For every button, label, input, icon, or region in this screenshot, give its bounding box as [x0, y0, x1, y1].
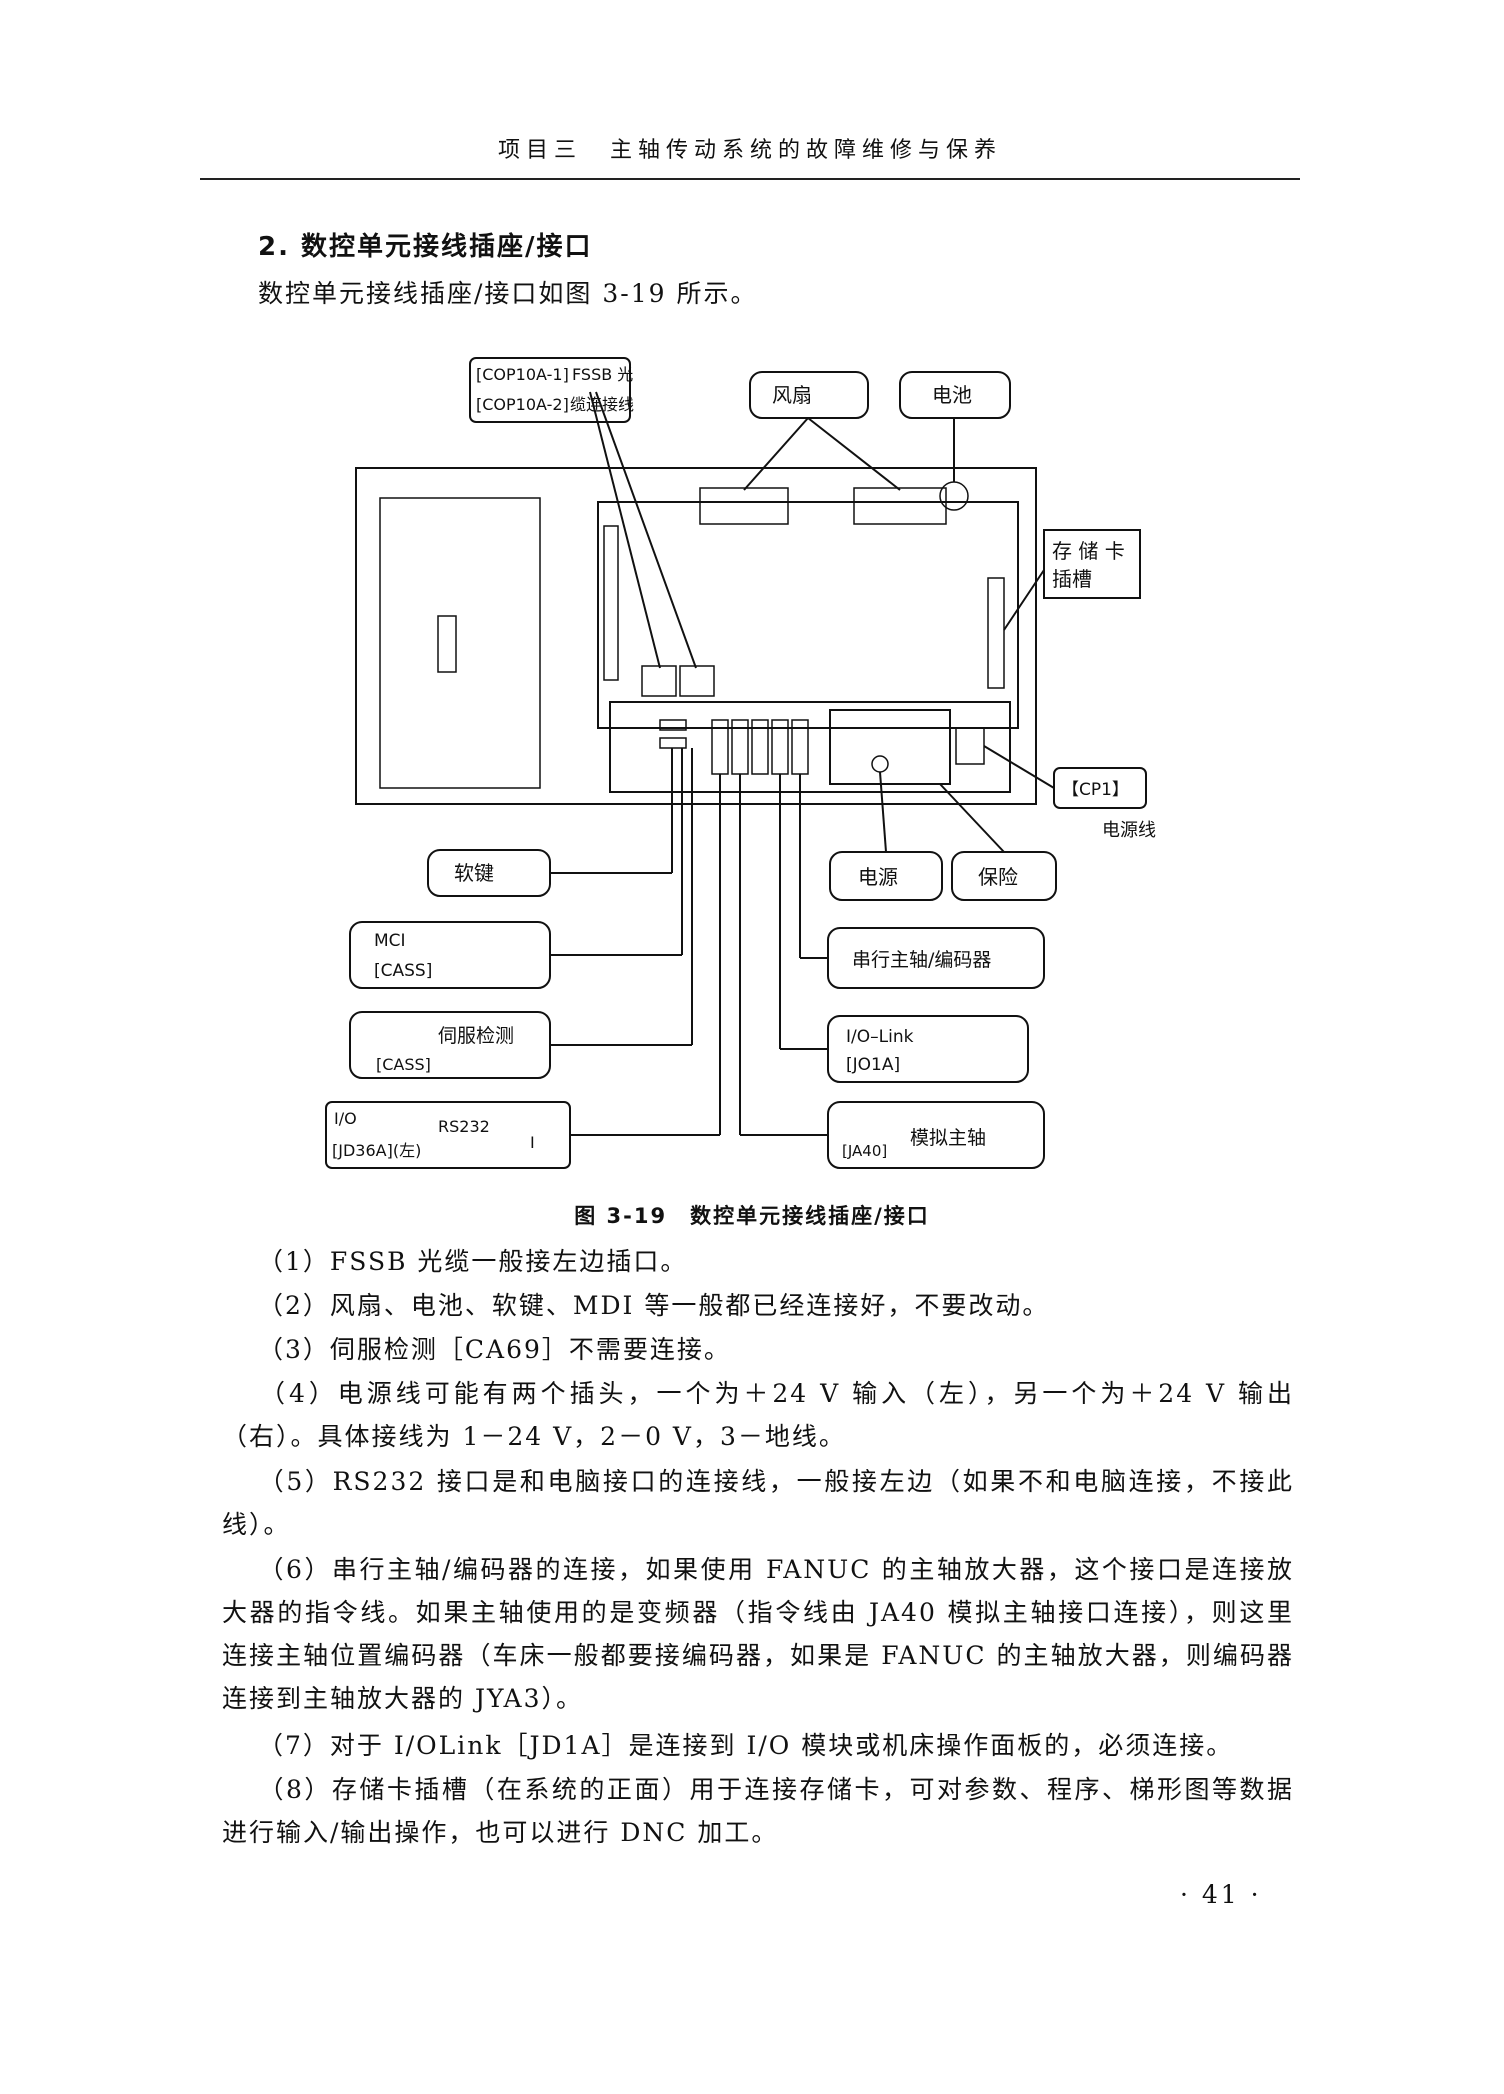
cop-fssb-label: FSSB 光	[572, 365, 633, 384]
item-text: （6）串行主轴/编码器的连接，如果使用 FANUC 的主轴放大器，这个接口是连接…	[222, 1555, 1294, 1713]
cop-cable-label: 缆连接线	[570, 395, 634, 414]
section-title: 2. 数控单元接线插座/接口	[258, 232, 593, 262]
ja40-label: [JA40]	[842, 1142, 887, 1160]
card-slot-label-box	[1043, 529, 1141, 599]
item-text: （8）存储卡插槽（在系统的正面）用于连接存储卡，可对参数、程序、梯形图等数据进行…	[222, 1775, 1294, 1847]
header-rule	[200, 178, 1300, 180]
list-item: （5）RS232 接口是和电脑接口的连接线，一般接左边（如果不和电脑连接，不接此…	[222, 1460, 1294, 1546]
list-item: （8）存储卡插槽（在系统的正面）用于连接存储卡，可对参数、程序、梯形图等数据进行…	[222, 1768, 1294, 1854]
jd36a-mark: I	[530, 1133, 535, 1152]
servo-cass-label: [CASS]	[376, 1055, 431, 1074]
mci-cass-label: [CASS]	[374, 961, 432, 981]
list-item: （6）串行主轴/编码器的连接，如果使用 FANUC 的主轴放大器，这个接口是连接…	[222, 1548, 1294, 1720]
item-text: （1）FSSB 光缆一般接左边插口。	[258, 1247, 688, 1276]
cop-port-1	[641, 665, 677, 697]
fuse-label: 保险	[978, 865, 1018, 889]
cp1-port	[955, 727, 985, 765]
softkey-port	[659, 719, 687, 731]
power-cable-label: 电源线	[1102, 820, 1156, 841]
list-item: （7）对于 I/OLink［JD1A］是连接到 I/O 模块或机床操作面板的，必…	[222, 1724, 1294, 1767]
battery-cell	[939, 481, 969, 511]
fuse-holder	[871, 755, 889, 773]
power-label: 电源	[858, 865, 898, 889]
io-port-3	[751, 719, 769, 775]
servo-detect-label: 伺服检测	[438, 1025, 514, 1047]
fan-label: 风扇	[772, 383, 812, 407]
io-link-label: I/O–Link	[846, 1027, 914, 1047]
softkey-label: 软键	[454, 861, 494, 885]
item-text: （7）对于 I/OLink［JD1A］是连接到 I/O 模块或机床操作面板的，必…	[258, 1731, 1234, 1760]
item-text: （2）风扇、电池、软键、MDI 等一般都已经连接好，不要改动。	[258, 1291, 1050, 1320]
fan-right	[853, 487, 947, 525]
io-label: I/O	[334, 1109, 357, 1128]
running-header: 项目三 主轴传动系统的故障维修与保养	[497, 138, 1002, 163]
list-item: （4）电源线可能有两个插头，一个为＋24 V 输入（左），另一个为＋24 V 输…	[222, 1372, 1294, 1458]
jd1a-label: [JO1A]	[846, 1055, 900, 1075]
serial-spindle-label: 串行主轴/编码器	[852, 949, 991, 971]
wiring-figure: [COP10A-1] FSSB 光 [COP10A-2] 缆连接线 风扇 电池 …	[325, 357, 1156, 1169]
analog-spindle-label: 模拟主轴	[910, 1127, 986, 1149]
left-slot	[603, 525, 619, 681]
cop-label-box	[469, 357, 631, 423]
card-slot-label-1: 存 储 卡	[1052, 539, 1125, 563]
list-item: （2）风扇、电池、软键、MDI 等一般都已经连接好，不要改动。	[222, 1284, 1294, 1327]
battery-label: 电池	[932, 383, 972, 407]
item-text: （5）RS232 接口是和电脑接口的连接线，一般接左边（如果不和电脑连接，不接此…	[222, 1467, 1294, 1539]
mci-label: MCI	[374, 931, 406, 951]
main-board	[597, 501, 1019, 729]
intro-paragraph: 数控单元接线插座/接口如图 3-19 所示。	[258, 279, 758, 308]
item-text: （3）伺服检测［CA69］不需要连接。	[258, 1335, 731, 1364]
list-item: （1）FSSB 光缆一般接左边插口。	[222, 1240, 1294, 1283]
bottom-connector-panel	[609, 701, 1011, 793]
left-connector	[437, 615, 457, 673]
item-text: （4）电源线可能有两个插头，一个为＋24 V 输入（左），另一个为＋24 V 输…	[222, 1379, 1294, 1451]
chassis-outline	[355, 467, 1037, 805]
cop-port-2	[679, 665, 715, 697]
cop-line1-label: [COP10A-1]	[476, 365, 569, 384]
cp1-label: 【CP1】	[1062, 780, 1129, 800]
list-item: （3）伺服检测［CA69］不需要连接。	[222, 1328, 1294, 1371]
softkey-port-2	[659, 737, 687, 749]
jd36a-label: [JD36A](左)	[332, 1141, 421, 1160]
card-slot-label-2: 插槽	[1052, 567, 1092, 591]
rs232-label: RS232	[438, 1117, 490, 1136]
page-number: · 41 ·	[1180, 1880, 1262, 1909]
power-module	[829, 709, 951, 785]
fan-left	[699, 487, 789, 525]
memory-card-slot	[987, 577, 1005, 689]
figure-caption: 图 3-19 数控单元接线插座/接口	[574, 1204, 930, 1228]
left-panel	[379, 497, 541, 789]
cop-line2-label: [COP10A-2]	[476, 395, 569, 414]
